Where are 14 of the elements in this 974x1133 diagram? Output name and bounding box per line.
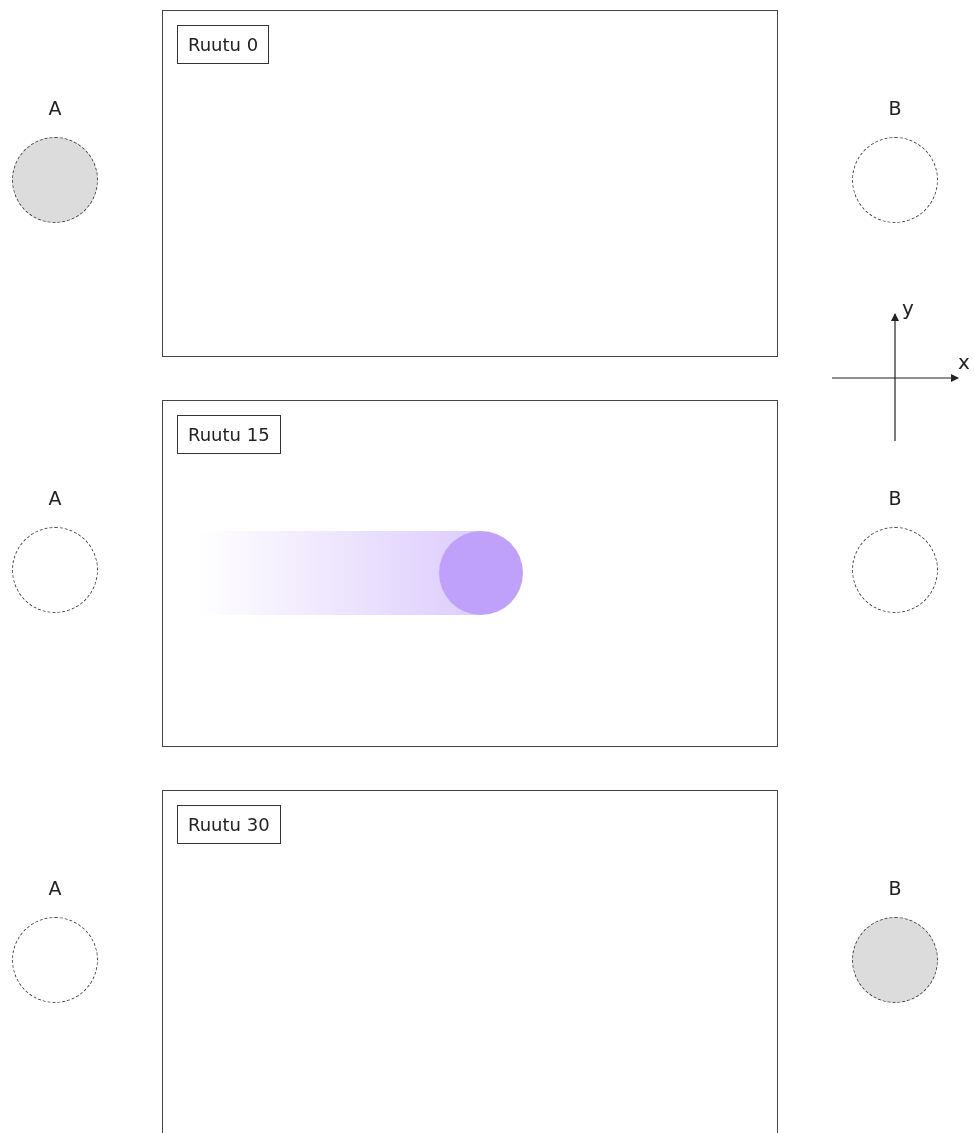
frame-box	[162, 10, 778, 357]
frame-label: Ruutu 0	[177, 25, 270, 64]
point-label: B	[888, 487, 902, 509]
point-label: A	[48, 877, 62, 899]
axis-label: y	[902, 298, 914, 318]
frame-label: Ruutu 15	[177, 415, 281, 454]
frame-label: Ruutu 30	[177, 805, 281, 844]
point-label: A	[48, 97, 62, 119]
point-label: B	[888, 97, 902, 119]
frame-box	[162, 790, 778, 1133]
frame-box	[162, 400, 778, 747]
point-label: A	[48, 487, 62, 509]
axis-label: x	[958, 352, 970, 372]
point-label: B	[888, 877, 902, 899]
